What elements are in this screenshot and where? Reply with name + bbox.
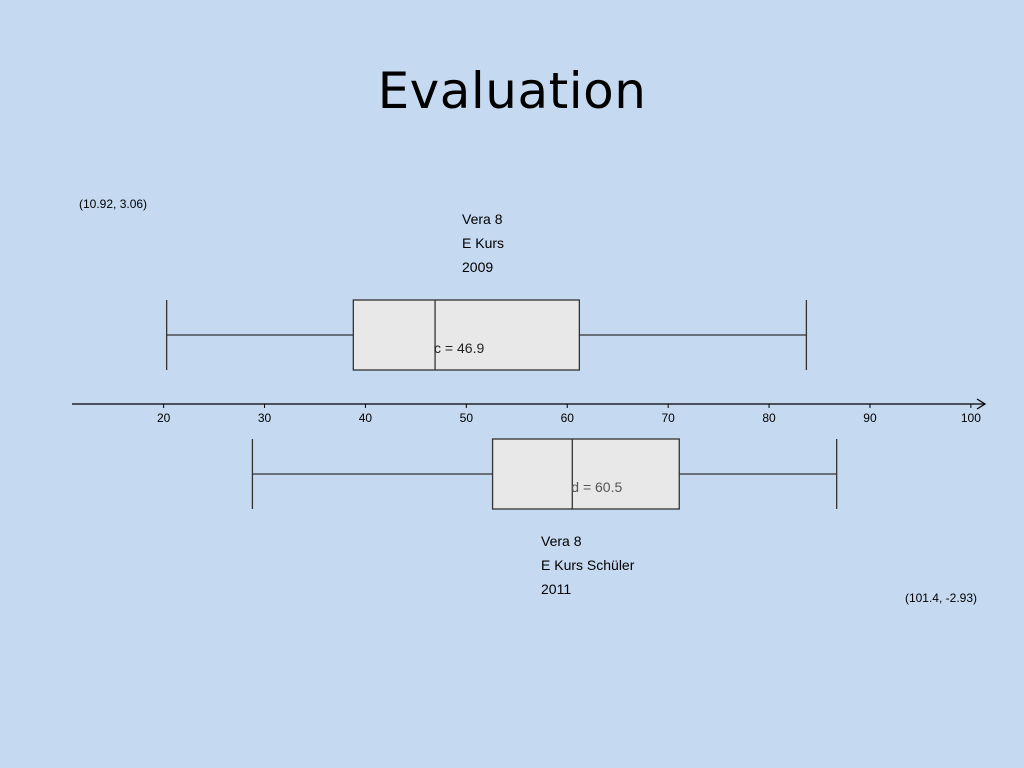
boxplot-1: c = 46.9 [166,299,808,371]
box-iqr [491,438,680,510]
window-corner-bottom-right: (101.4, -2.93) [905,591,977,605]
series-2-label-line: E Kurs Schüler [541,557,635,573]
series-1-label-line: 2009 [462,259,493,275]
x-axis-tick-label: 40 [359,411,373,425]
x-axis-tick-label: 20 [157,411,171,425]
x-axis-tick-label: 50 [460,411,474,425]
series-2-label: Vera 8 E Kurs Schüler 2011 [541,533,635,597]
boxplot-2: d = 60.5 [251,438,838,510]
boxplots: c = 46.9 d = 60.5 [166,299,838,510]
box-iqr [352,299,581,371]
series-2-label-line: 2011 [541,581,571,597]
median-label: d = 60.5 [571,479,622,495]
window-corner-top-left: (10.92, 3.06) [79,197,147,211]
series-1-label-line: Vera 8 [462,211,503,227]
series-2-label-line: Vera 8 [541,533,582,549]
x-axis-tick-label: 100 [961,411,981,425]
series-1-label-line: E Kurs [462,235,504,251]
x-axis: 20 30 40 50 60 70 80 90 100 [72,398,987,425]
x-axis-tick-label: 30 [258,411,272,425]
x-axis-tick-label: 60 [561,411,575,425]
x-axis-arrow [976,398,987,410]
x-axis-tick-label: 70 [661,411,675,425]
series-1-label: Vera 8 E Kurs 2009 [462,211,504,275]
x-axis-tick-label: 80 [762,411,776,425]
slide-title: Evaluation [377,62,647,120]
x-axis-tick-label: 90 [863,411,877,425]
median-label: c = 46.9 [434,340,484,356]
